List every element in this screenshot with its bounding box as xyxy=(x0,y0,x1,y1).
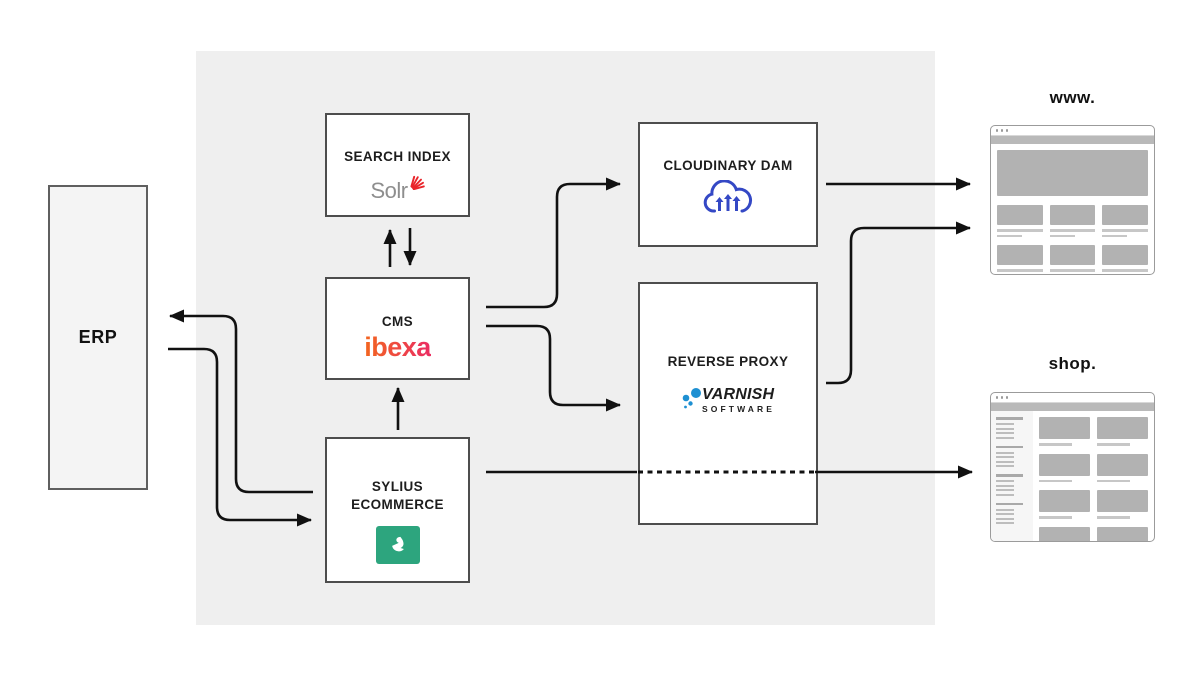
teaser-card xyxy=(997,245,1043,274)
product-card xyxy=(1097,417,1148,446)
search-index-title: SEARCH INDEX xyxy=(344,149,451,164)
cloudinary-title: CLOUDINARY DAM xyxy=(663,158,793,173)
teaser-card xyxy=(1102,205,1148,237)
browser-titlebar xyxy=(991,393,1154,403)
www-browser-mockup xyxy=(990,125,1155,275)
sylius-box: SYLIUS ECOMMERCE xyxy=(325,437,470,583)
reverse-proxy-title: REVERSE PROXY xyxy=(667,354,789,369)
solr-logo-text: Solr xyxy=(370,178,408,204)
cms-box: CMS ibexa xyxy=(325,277,470,380)
browser-titlebar xyxy=(991,126,1154,136)
teaser-card xyxy=(1102,245,1148,274)
teaser-grid xyxy=(997,205,1148,274)
window-dot-icon xyxy=(1005,396,1009,399)
window-dot-icon xyxy=(996,396,999,399)
filter-sidebar-placeholder xyxy=(991,411,1033,541)
shop-page-content xyxy=(991,411,1154,541)
sylius-title: SYLIUS ECOMMERCE xyxy=(351,479,444,513)
product-card xyxy=(1097,453,1148,482)
erp-box: ERP xyxy=(48,185,148,490)
product-card xyxy=(1039,417,1090,446)
shop-browser-mockup xyxy=(990,392,1155,542)
varnish-subtitle: SOFTWARE xyxy=(702,403,775,414)
varnish-logo: VARNISH SOFTWARE xyxy=(681,386,775,414)
facet-group xyxy=(996,502,1028,524)
teaser-card xyxy=(1049,245,1096,274)
window-dot-icon xyxy=(1000,129,1004,132)
erp-label: ERP xyxy=(78,327,118,347)
search-index-box: SEARCH INDEX Solr xyxy=(325,113,470,217)
cms-title: CMS xyxy=(381,314,414,329)
product-card xyxy=(1039,526,1090,541)
ibexa-logo: ibexa xyxy=(364,332,431,363)
solr-logo: Solr xyxy=(370,174,425,204)
cloudinary-dam-box: CLOUDINARY DAM xyxy=(638,122,818,247)
facet-group xyxy=(996,417,1028,439)
product-grid xyxy=(1033,411,1154,541)
facet-group xyxy=(996,445,1028,467)
varnish-name: VARNISH xyxy=(702,385,775,403)
sylius-swan-icon xyxy=(375,526,420,565)
product-card xyxy=(1097,490,1148,519)
browser-toolbar xyxy=(991,136,1154,144)
cloudinary-cloud-icon xyxy=(703,180,753,213)
window-dot-icon xyxy=(1005,129,1009,132)
hero-placeholder xyxy=(997,150,1148,196)
browser-toolbar xyxy=(991,403,1154,411)
window-dot-icon xyxy=(1000,396,1004,399)
product-card xyxy=(1039,490,1090,519)
www-site-label: www. xyxy=(1049,88,1096,107)
facet-group xyxy=(996,474,1028,496)
teaser-card xyxy=(997,205,1043,237)
www-page-content xyxy=(991,144,1154,274)
platform-panel-background xyxy=(196,51,935,625)
solr-sun-icon xyxy=(410,176,425,191)
teaser-card xyxy=(1049,205,1096,237)
varnish-dots-icon xyxy=(682,388,702,409)
product-card xyxy=(1039,453,1090,482)
reverse-proxy-box: REVERSE PROXY VARNISH SOFTWARE xyxy=(638,282,818,525)
product-card xyxy=(1097,526,1148,541)
shop-site-label: shop. xyxy=(1048,354,1097,373)
window-dot-icon xyxy=(996,129,999,132)
